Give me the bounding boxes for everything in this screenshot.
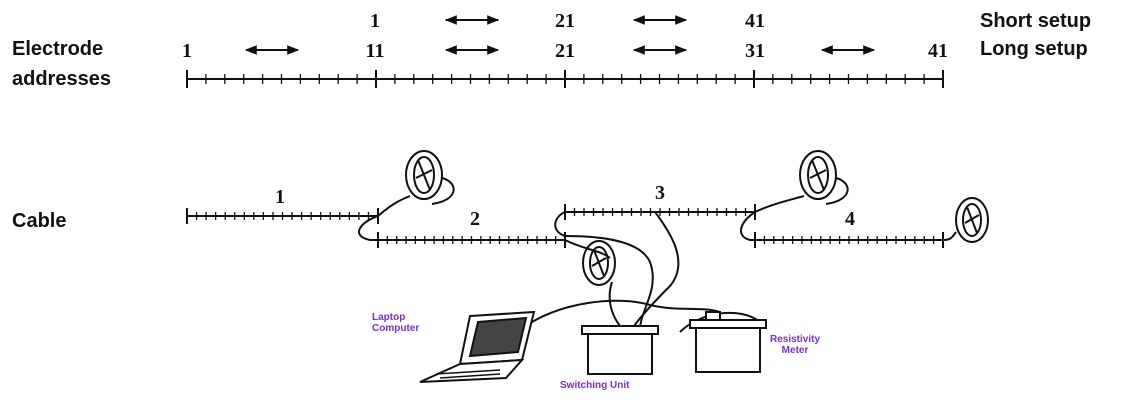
cable-4 (754, 232, 944, 248)
cable-2-3-joint (554, 211, 566, 237)
resistivity-meter (689, 311, 767, 373)
laptop-computer-label: Laptop Computer (372, 312, 420, 334)
short-setup-number-21: 21 (555, 10, 575, 32)
cable-3-4-loop (740, 211, 756, 241)
switching-unit (581, 325, 659, 375)
switching-unit-label: Switching Unit (560, 380, 630, 391)
cable-reel-3 (582, 240, 616, 286)
cable-number-4: 4 (845, 208, 855, 230)
cable-label: Cable (12, 210, 67, 232)
cable-number-2: 2 (470, 208, 480, 230)
short-setup-label: Short setup (980, 10, 1092, 32)
cable-1 (186, 208, 379, 224)
long-setup-number-41: 41 (928, 40, 948, 62)
cable-reel-2 (754, 150, 849, 213)
long-setup-number-21: 21 (555, 40, 575, 62)
cable-reel-1 (377, 150, 455, 217)
cable-1-2-loop (358, 215, 379, 241)
cable-reel-4 (942, 197, 989, 243)
electrode-label: Electrode (12, 38, 104, 60)
addresses-label: addresses (12, 68, 111, 90)
cable-3 (564, 204, 756, 220)
laptop-computer (419, 310, 536, 383)
short-setup-number-1: 1 (370, 10, 380, 32)
long-setup-number-11: 11 (365, 40, 385, 62)
long-setup-number-31: 31 (745, 40, 765, 62)
resistivity-meter-label: Resistivity Meter (770, 334, 821, 356)
cable-number-3: 3 (655, 182, 665, 204)
cable-2 (377, 232, 566, 248)
electrode-address-ruler (186, 70, 944, 88)
cable-number-1: 1 (275, 186, 285, 208)
long-setup-number-1: 1 (182, 40, 192, 62)
long-setup-label: Long setup (980, 38, 1088, 60)
short-setup-number-41: 41 (745, 10, 765, 32)
